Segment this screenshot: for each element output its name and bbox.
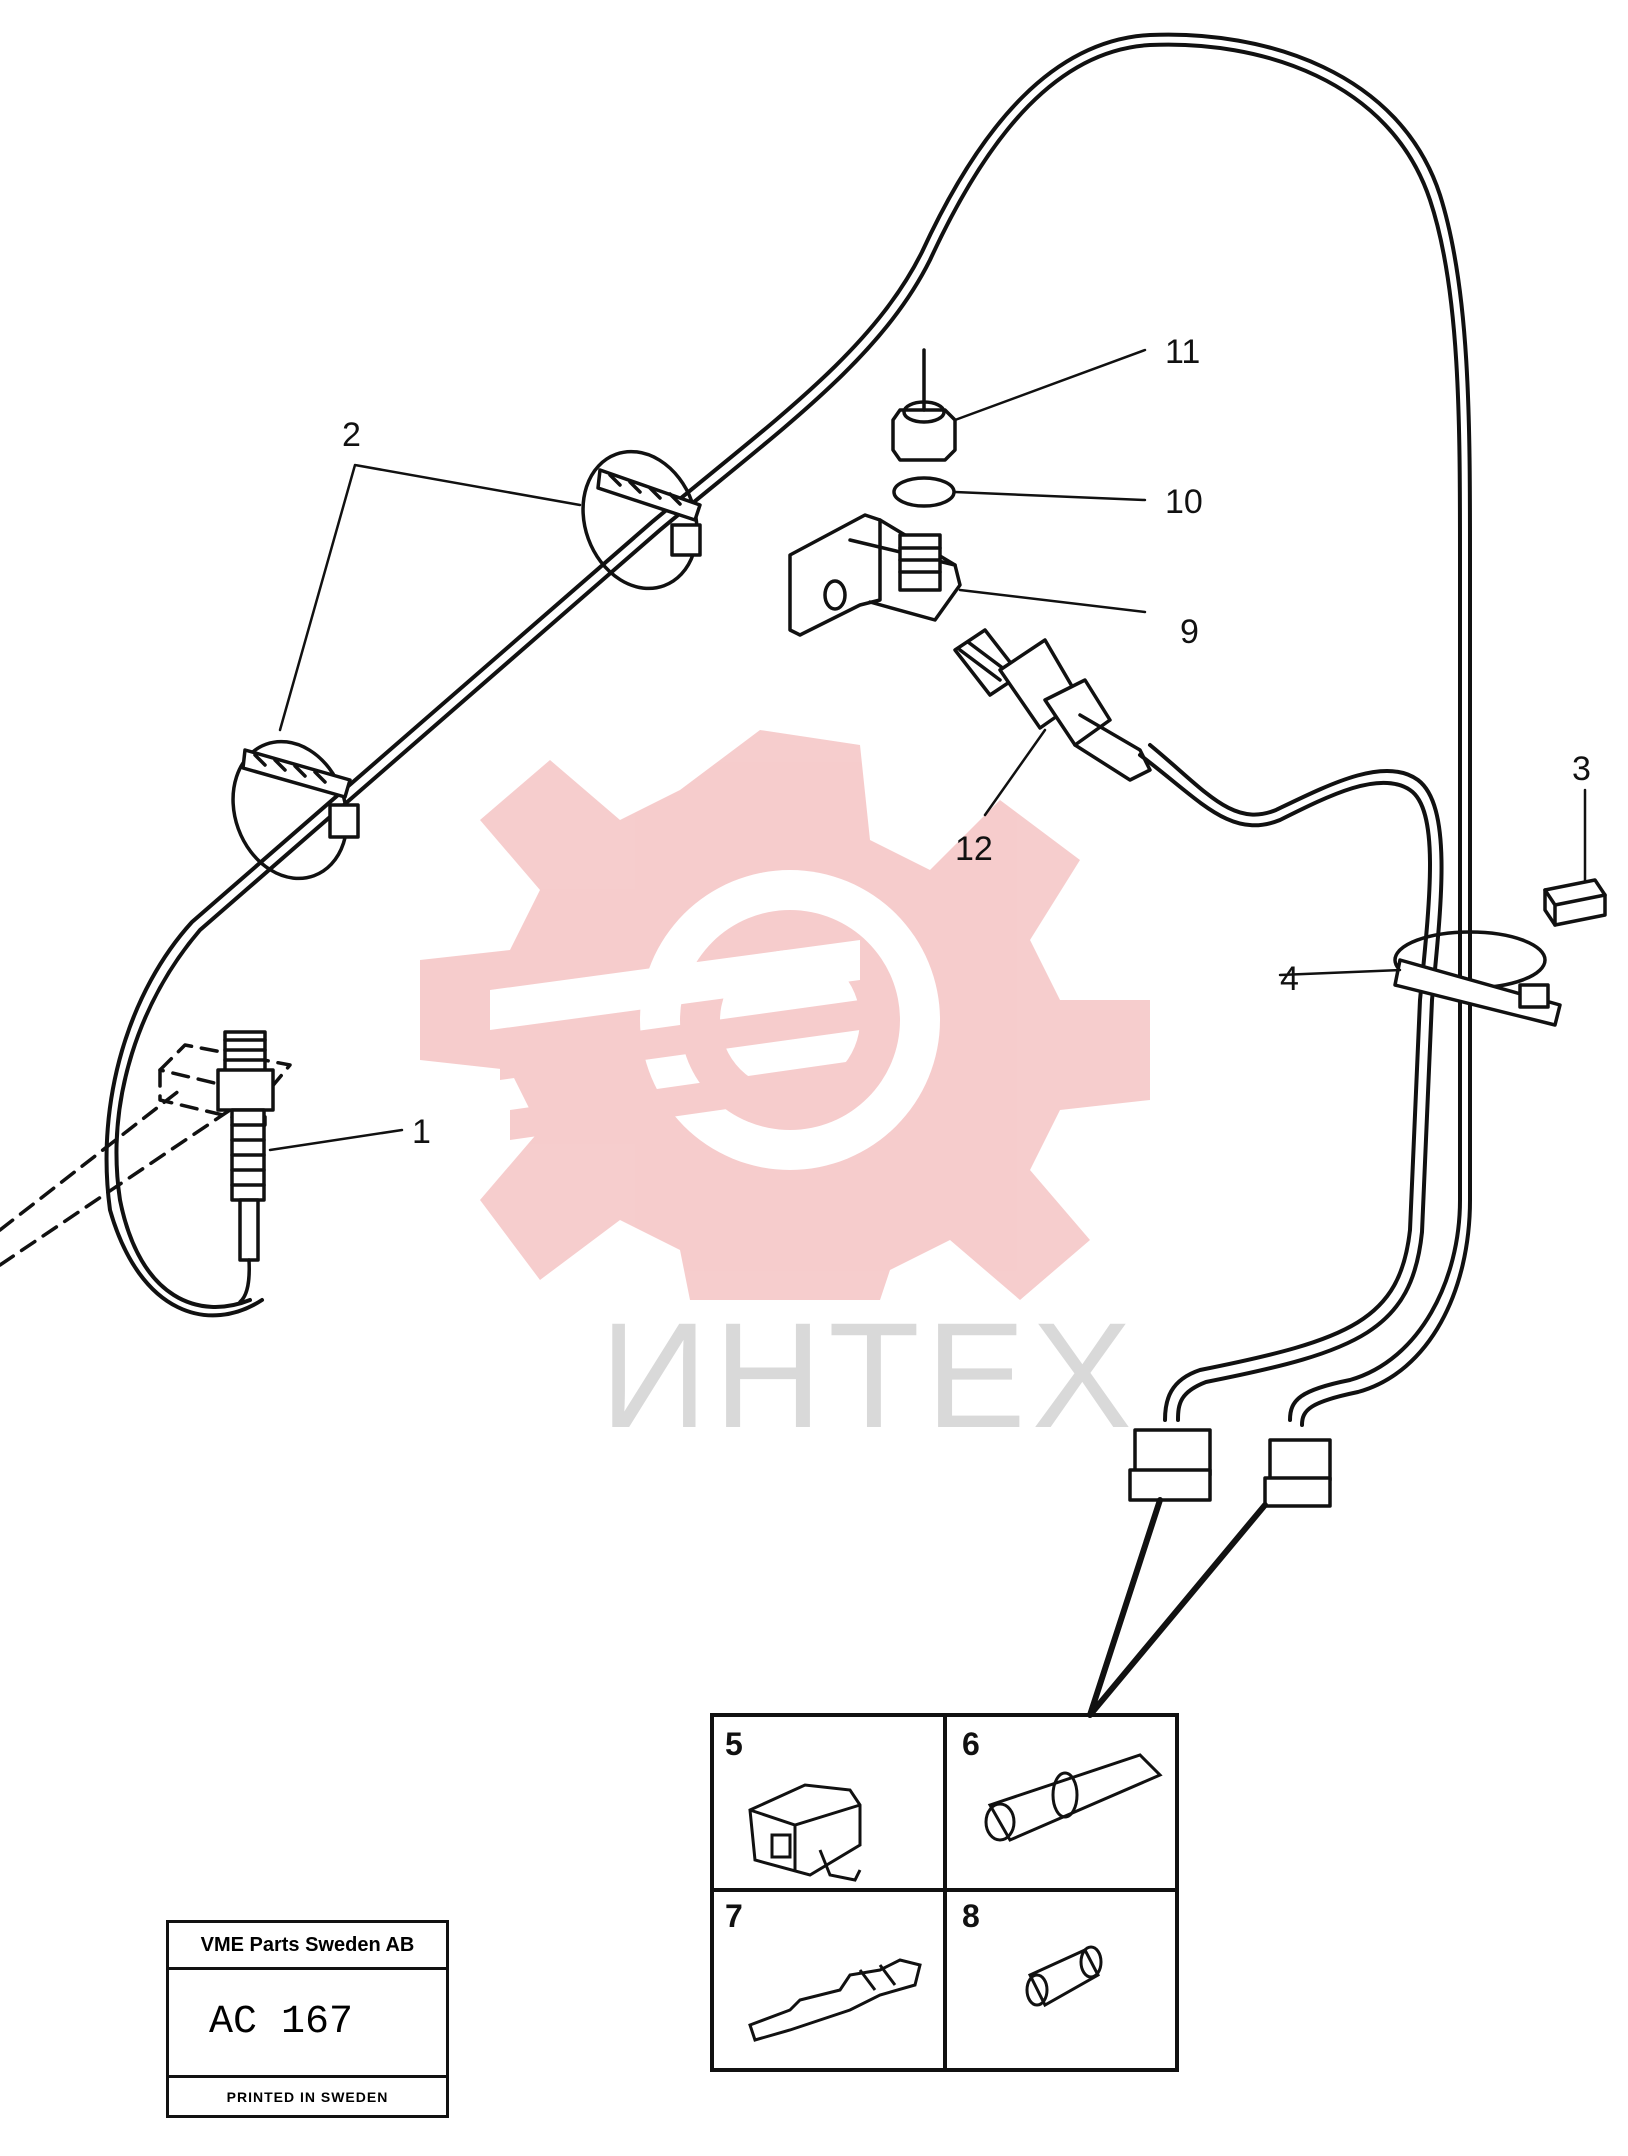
cable-tie-2-upper: [581, 449, 702, 591]
stamp-printed: PRINTED IN SWEDEN: [226, 2088, 389, 2105]
panel-part-5: [748, 1783, 862, 1882]
stamp-code: AC 167: [169, 1970, 446, 2078]
washer-10: [892, 476, 956, 508]
callout-9: 9: [1180, 613, 1199, 651]
sensor-1: [216, 1030, 275, 1304]
watermark-gear-logo: [420, 730, 1150, 1300]
sensor-12: [953, 628, 1152, 782]
title-stamp: VME Parts Sweden AB AC 167 PRINTED IN SW…: [166, 1920, 449, 2118]
bracket-9: [788, 513, 962, 637]
panel-part-8: [1025, 1945, 1103, 2008]
watermark-text: ИНТЕХ: [600, 1291, 1138, 1459]
panel-label-6: 6: [962, 1726, 980, 1762]
panel-label-7: 7: [725, 1898, 743, 1934]
callout-11: 11: [1165, 333, 1201, 371]
cable-main: [114, 42, 1462, 1422]
stamp-company: VME Parts Sweden AB: [169, 1923, 446, 1970]
nut-11: [891, 348, 957, 462]
callout-1: 1: [412, 1113, 431, 1151]
detail-panel: [710, 1713, 1179, 2072]
panel-label-8: 8: [962, 1898, 980, 1934]
callout-10: 10: [1165, 483, 1203, 521]
connector-left: [1128, 1428, 1212, 1502]
callout-4: 4: [1280, 960, 1299, 998]
panel-label-5: 5: [725, 1726, 743, 1762]
callout-2: 2: [342, 416, 361, 454]
callout-3: 3: [1572, 750, 1591, 788]
cable-12: [1138, 753, 1432, 1422]
cable-tie-2-lower: [231, 739, 360, 881]
panel-part-7: [748, 1958, 922, 2042]
connector-right: [1263, 1438, 1332, 1508]
cable-tie-4: [1393, 930, 1562, 1027]
part-3: [1543, 878, 1607, 927]
panel-part-6: [984, 1753, 1163, 1842]
callout-12: 12: [955, 830, 993, 868]
